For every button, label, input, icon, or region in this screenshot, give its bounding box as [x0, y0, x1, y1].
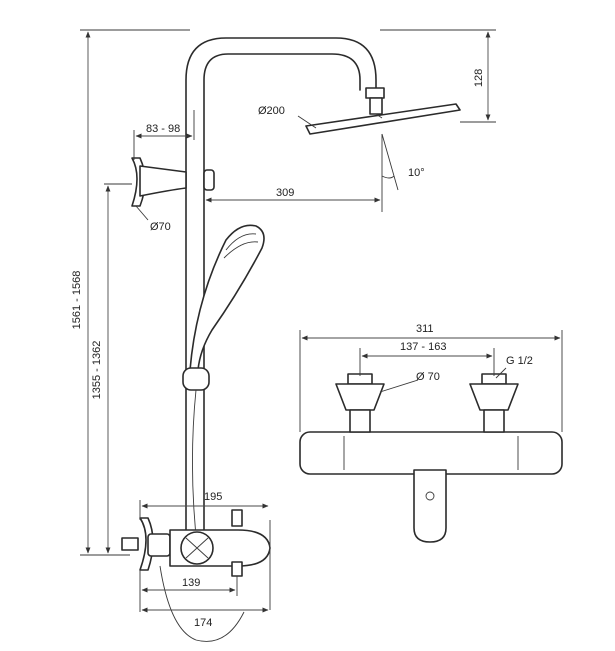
dim-total-height: 1561 - 1568	[71, 271, 83, 330]
dim-arm-height: 1355 - 1362	[91, 341, 103, 400]
dim-head-diameter: Ø200	[258, 105, 285, 117]
dim-side-spout-139: 139	[182, 577, 200, 589]
dim-arm-length: 309	[276, 187, 294, 199]
dim-mixer-overall-width: 311	[416, 323, 434, 335]
dim-inlet-thread: G 1/2	[506, 355, 533, 367]
dim-side-projection: 195	[204, 491, 222, 503]
dimension-lines	[80, 29, 563, 613]
front-mixer	[299, 373, 563, 543]
dim-escutcheon-diameter: Ø 70	[416, 371, 440, 383]
dim-head-drop: 128	[473, 69, 485, 87]
dim-head-angle: 10°	[408, 167, 425, 179]
wall-bracket	[104, 157, 215, 207]
dim-bracket-diameter: Ø70	[150, 221, 171, 233]
side-mixer	[121, 509, 271, 642]
dim-side-spout-174: 174	[194, 617, 212, 629]
hand-shower	[182, 224, 265, 556]
shower-head	[305, 103, 461, 135]
shower-column	[185, 37, 385, 556]
dim-mixer-centres: 137 - 163	[400, 341, 446, 353]
dim-wall-bracket-depth: 83 - 98	[146, 123, 180, 135]
